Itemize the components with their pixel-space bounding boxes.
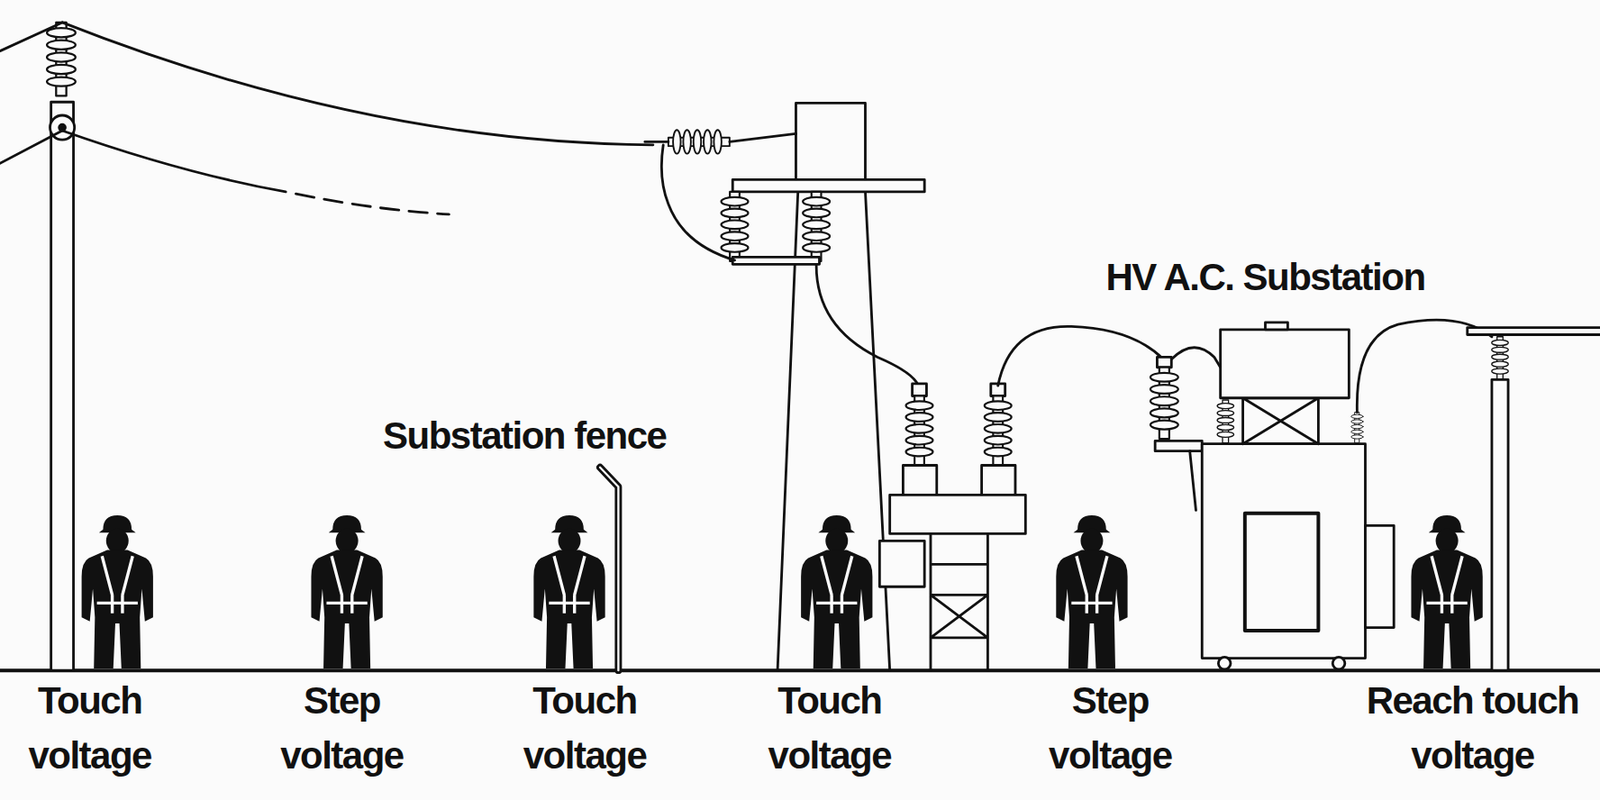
utility-pole bbox=[0, 22, 654, 671]
worker-figures bbox=[81, 515, 1483, 669]
voltage-label: Touch voltage bbox=[503, 673, 666, 784]
ground-line bbox=[0, 668, 1600, 673]
voltage-label: Reach touch voltage bbox=[1350, 673, 1594, 784]
power-transformer bbox=[1150, 319, 1492, 670]
substation-title: HV A.C. Substation bbox=[1105, 250, 1425, 306]
fence-label: Substation fence bbox=[382, 409, 666, 464]
voltage-label: Touch voltage bbox=[748, 673, 911, 784]
substation-tower bbox=[645, 102, 925, 671]
voltage-label: Step voltage bbox=[260, 673, 423, 784]
voltage-label: Step voltage bbox=[1028, 673, 1191, 784]
voltage-label: Touch voltage bbox=[9, 673, 172, 784]
bus-support-post bbox=[1467, 327, 1600, 672]
circuit-breaker bbox=[879, 326, 1164, 671]
